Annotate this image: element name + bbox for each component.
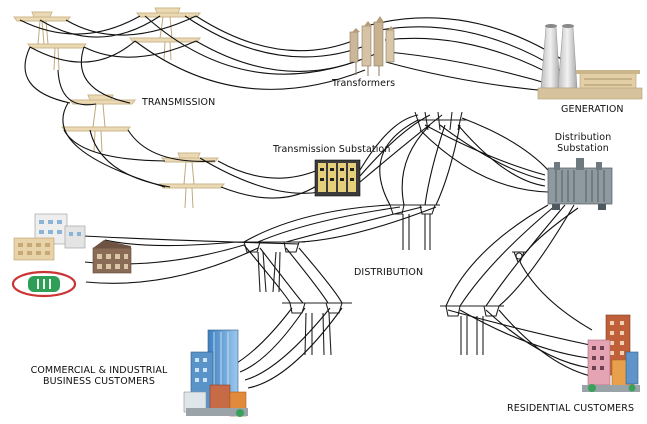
transformers-label: Transformers (332, 78, 396, 89)
transmission-tower-3 (61, 94, 136, 153)
commercial-customers-label: COMMERCIAL & INDUSTRIAL BUSINESS CUSTOME… (20, 365, 178, 387)
distribution-substation-label-line2: Substation (557, 143, 609, 154)
distribution-substation-icon (547, 158, 613, 210)
transformers-icon (349, 16, 395, 76)
residential-buildings-icon (582, 314, 640, 392)
distribution-label: DISTRIBUTION (354, 267, 424, 278)
generation-label: GENERATION (561, 104, 624, 115)
transmission-towers (13, 7, 225, 209)
transmission-substation-label: Transmission Substation (273, 144, 391, 155)
industrial-buildings-icon (11, 213, 132, 298)
residential-customers-label: RESIDENTIAL CUSTOMERS (507, 403, 635, 414)
distribution-substation-label-line1: Distribution (554, 132, 612, 143)
transmission-wires (19, 15, 567, 199)
commercial-customers-label-line1: COMMERCIAL & INDUSTRIAL (30, 365, 168, 376)
generation-plant-icon (537, 24, 643, 100)
commercial-city-icon (183, 329, 248, 417)
distribution-wires (61, 114, 601, 389)
distribution-poles (236, 111, 526, 356)
transmission-label: TRANSMISSION (142, 97, 216, 108)
transmission-substation-icon (314, 159, 361, 197)
commercial-customers-label-line2: BUSINESS CUSTOMERS (42, 376, 156, 387)
distribution-substation-label: Distribution Substation (548, 132, 618, 154)
